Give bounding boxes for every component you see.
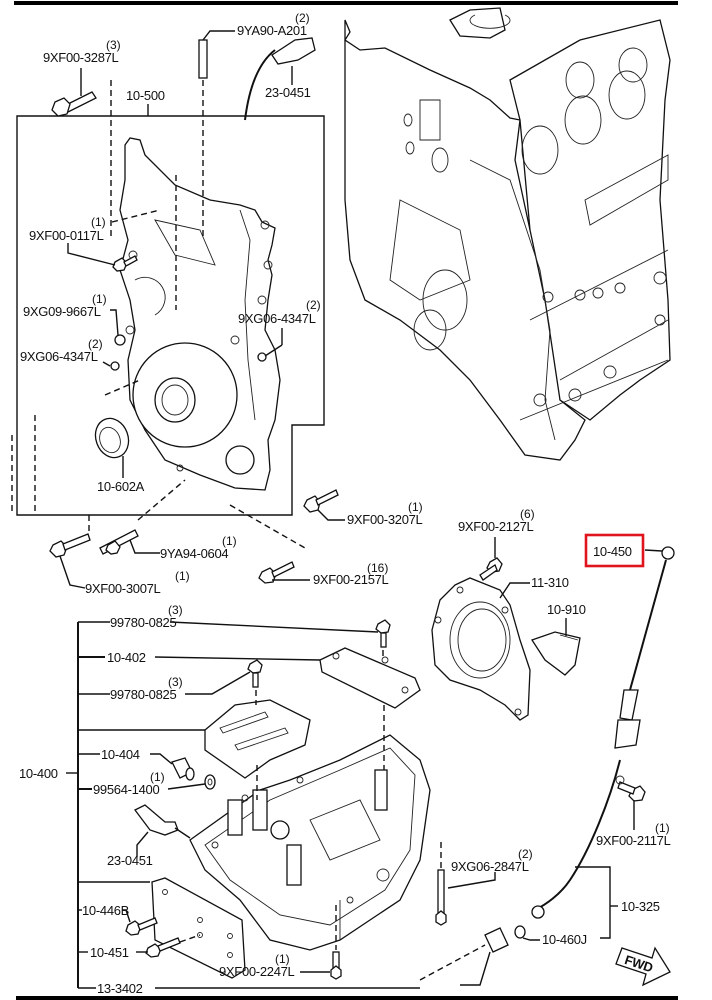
label-99564-1400[interactable]: 99564-1400 xyxy=(93,782,160,797)
qty-9XF00-0117L: (1) xyxy=(91,215,106,229)
plate-upper-baffle xyxy=(204,699,311,779)
qty-9XF00-2157L: (16) xyxy=(367,561,388,575)
label-10-910[interactable]: 10-910 xyxy=(547,602,586,617)
label-23-0451-bottom[interactable]: 23-0451 xyxy=(107,853,153,868)
qty-9XF00-2117L: (1) xyxy=(655,821,670,835)
bolt-9XG06-4347L-left xyxy=(110,361,120,371)
stud-9YA94-0604 xyxy=(99,529,139,555)
sensor-23-0451-bottom xyxy=(134,804,191,839)
label-9XG06-4347L-left[interactable]: 9XG06-4347L xyxy=(20,349,98,364)
label-10-400[interactable]: 10-400 xyxy=(19,766,58,781)
bolt-10-446B xyxy=(125,917,158,936)
qty-99780-0825-b: (3) xyxy=(168,675,183,689)
qty-99564-1400: (1) xyxy=(150,770,165,784)
label-9XF00-0117L[interactable]: 9XF00-0117L xyxy=(29,228,104,243)
highlight-box-10-450 xyxy=(584,533,645,568)
cover-plate-13-3402 xyxy=(151,877,246,979)
qty-9XG06-4347L-right: (2) xyxy=(306,298,321,312)
label-9YA94-0604[interactable]: 9YA94-0604 xyxy=(160,546,229,561)
label-9XG09-9667L[interactable]: 9XG09-9667L xyxy=(23,304,101,319)
label-10-446B[interactable]: 10-446B xyxy=(82,903,129,918)
bolt-9XG06-4347L-right xyxy=(257,352,267,362)
bolt-9XF00-3287L xyxy=(51,91,97,117)
plug-10-404 xyxy=(171,757,195,781)
label-10-451[interactable]: 10-451 xyxy=(90,945,129,960)
bolt-10-451 xyxy=(145,937,181,958)
label-9XF00-3287L[interactable]: 9XF00-3287L xyxy=(43,50,119,65)
label-9XF00-2157L[interactable]: 9XF00-2157L xyxy=(313,572,389,587)
label-9YA90-A201[interactable]: 9YA90-A201 xyxy=(237,23,307,38)
forward-arrow: FWD xyxy=(615,946,671,987)
label-9XF00-2117L[interactable]: 9XF00-2117L xyxy=(596,833,671,848)
label-23-0451-top[interactable]: 23-0451 xyxy=(265,85,311,100)
engine-block xyxy=(344,7,671,461)
label-10-325[interactable]: 10-325 xyxy=(621,899,660,914)
label-10-450[interactable]: 10-450 xyxy=(593,544,632,559)
bolt-9XG09-9667L xyxy=(114,334,126,346)
qty-9XG06-4347L-left: (2) xyxy=(88,337,103,351)
label-9XF00-3207L[interactable]: 9XF00-3207L xyxy=(347,512,423,527)
label-9XF00-3007L[interactable]: 9XF00-3007L xyxy=(85,581,161,596)
label-99780-0825-a[interactable]: 99780-0825 xyxy=(110,615,177,630)
qty-9XF00-2127L: (6) xyxy=(520,507,535,521)
qty-9XF00-2247L: (1) xyxy=(275,952,290,966)
label-11-310[interactable]: 11-310 xyxy=(531,575,569,590)
bolt-9XG06-2847L xyxy=(435,869,447,926)
label-9XG06-2847L[interactable]: 9XG06-2847L xyxy=(451,859,529,874)
qty-9XG09-9667L: (1) xyxy=(92,292,107,306)
label-9XF00-2127L[interactable]: 9XF00-2127L xyxy=(458,519,534,534)
rear-seal-housing-11-310 xyxy=(431,577,531,721)
bolt-9XF00-2247L xyxy=(330,951,342,980)
label-10-404[interactable]: 10-404 xyxy=(101,747,140,762)
qty-9YA90-A201: (2) xyxy=(295,11,310,25)
qty-9YA94-0604: (1) xyxy=(222,534,237,548)
label-10-500[interactable]: 10-500 xyxy=(126,88,165,103)
bolt-99780-0825-b xyxy=(247,659,263,688)
label-9XF00-2247L[interactable]: 9XF00-2247L xyxy=(219,964,295,979)
front-cover-group-frame xyxy=(16,115,325,516)
baffle-10-910 xyxy=(531,631,581,676)
washer-99564-1400 xyxy=(204,774,216,790)
bolt-9XF00-2117L xyxy=(617,781,646,802)
label-9XG06-4347L-right[interactable]: 9XG06-4347L xyxy=(238,311,316,326)
label-10-602A[interactable]: 10-602A xyxy=(97,479,145,494)
oil-seal-10-602A xyxy=(94,417,130,459)
sensor-cable xyxy=(244,49,276,121)
label-10-402[interactable]: 10-402 xyxy=(107,650,146,665)
qty-9XF00-3207L: (1) xyxy=(408,500,423,514)
bolt-9XF00-2157L xyxy=(258,561,295,584)
dipstick-10-450 xyxy=(534,546,675,911)
sensor-23-0451-top xyxy=(271,37,316,65)
stud-9YA90-A201 xyxy=(198,39,208,79)
bolt-9XF00-2127L xyxy=(479,557,503,581)
label-10-460J[interactable]: 10-460J xyxy=(542,932,587,947)
bolt-99780-0825-a xyxy=(375,619,391,648)
label-13-3402[interactable]: 13-3402 xyxy=(97,981,143,996)
qty-99780-0825-a: (3) xyxy=(168,603,183,617)
oil-pan-13-3402 xyxy=(189,734,431,951)
qty-9XG06-2847L: (2) xyxy=(518,847,533,861)
bolt-9XF00-3007L xyxy=(49,533,91,558)
bolt-9XF00-0117L xyxy=(112,255,138,272)
plate-10-402 xyxy=(319,647,421,709)
label-99780-0825-b[interactable]: 99780-0825 xyxy=(110,687,177,702)
qty-9XF00-3287L: (3) xyxy=(106,38,121,52)
oil-tube-fitting xyxy=(484,905,545,953)
front-cover-10-500 xyxy=(119,137,281,491)
qty-9XF00-3007L: (1) xyxy=(175,569,190,583)
bolt-9XF00-3207L xyxy=(303,489,339,513)
